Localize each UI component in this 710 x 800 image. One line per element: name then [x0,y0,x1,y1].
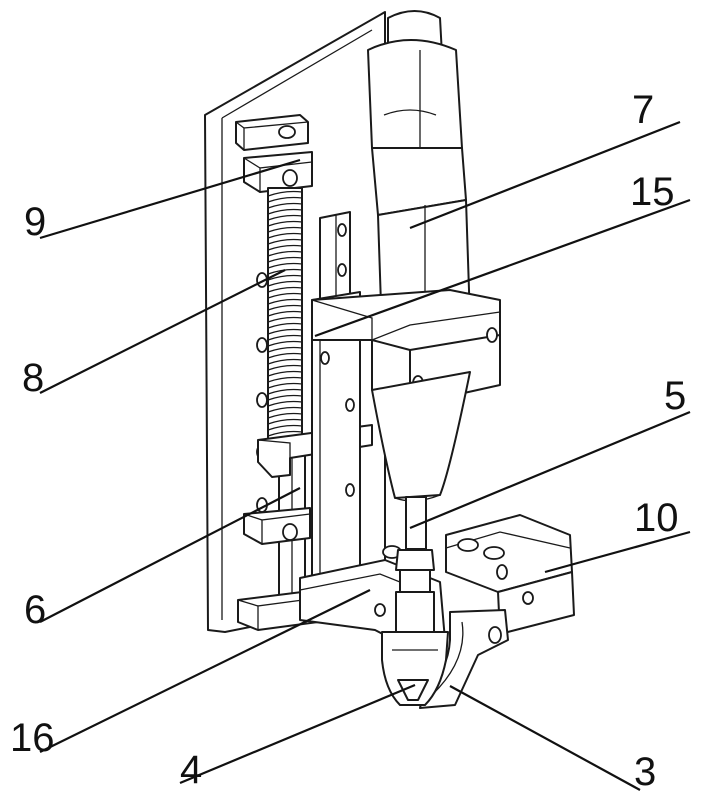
thread-line [267,358,303,365]
tapered-nose [371,371,471,502]
thread-line [267,256,303,263]
thread-line [267,196,303,203]
thread-line [267,220,303,227]
lower-collar [243,507,311,545]
callout-16: 16 [10,716,55,760]
thread-line [267,400,303,407]
callout-7: 7 [632,88,655,132]
thread-line [267,292,303,299]
callout-4: 4 [180,748,203,792]
thread-line [267,334,303,341]
thread-line [267,340,303,347]
callout-15: 15 [630,170,675,214]
thread-line [267,190,303,197]
thread-line [267,370,303,377]
thread-line [267,226,303,233]
thread-line [267,382,303,389]
lead-screw [267,187,303,451]
thread-line [267,304,303,311]
thread-line [267,244,303,251]
thread-line [267,208,303,215]
thread-line [267,250,303,257]
callout-9: 9 [24,200,47,244]
thread-line [267,352,303,359]
callout-8: 8 [22,356,45,400]
thread-line [267,232,303,239]
thread-line [267,418,303,425]
thread-line [267,412,303,419]
bit-holder [381,631,449,706]
thread-line [267,316,303,323]
thread-line [267,280,303,287]
thread-line [267,346,303,353]
leader-lines [39,120,691,791]
bit-shaft [395,496,435,633]
thread-line [267,310,303,317]
thread-line [267,406,303,413]
thread-line [267,262,303,269]
thread-line [267,238,303,245]
thread-line [267,394,303,401]
thread-line [267,322,303,329]
thread-line [267,202,303,209]
thread-line [267,376,303,383]
callout-10: 10 [634,496,679,540]
thread-line [267,388,303,395]
thread-line [267,214,303,221]
thread-line [267,286,303,293]
thread-line [267,328,303,335]
thread-line [267,274,303,281]
thread-line [267,424,303,431]
thread-line [267,298,303,305]
thread-line [267,364,303,371]
callout-5: 5 [664,374,687,418]
thread-line [267,430,303,437]
gripper-cylinder [445,514,575,635]
callout-3: 3 [634,750,657,794]
callout-6: 6 [24,588,47,632]
